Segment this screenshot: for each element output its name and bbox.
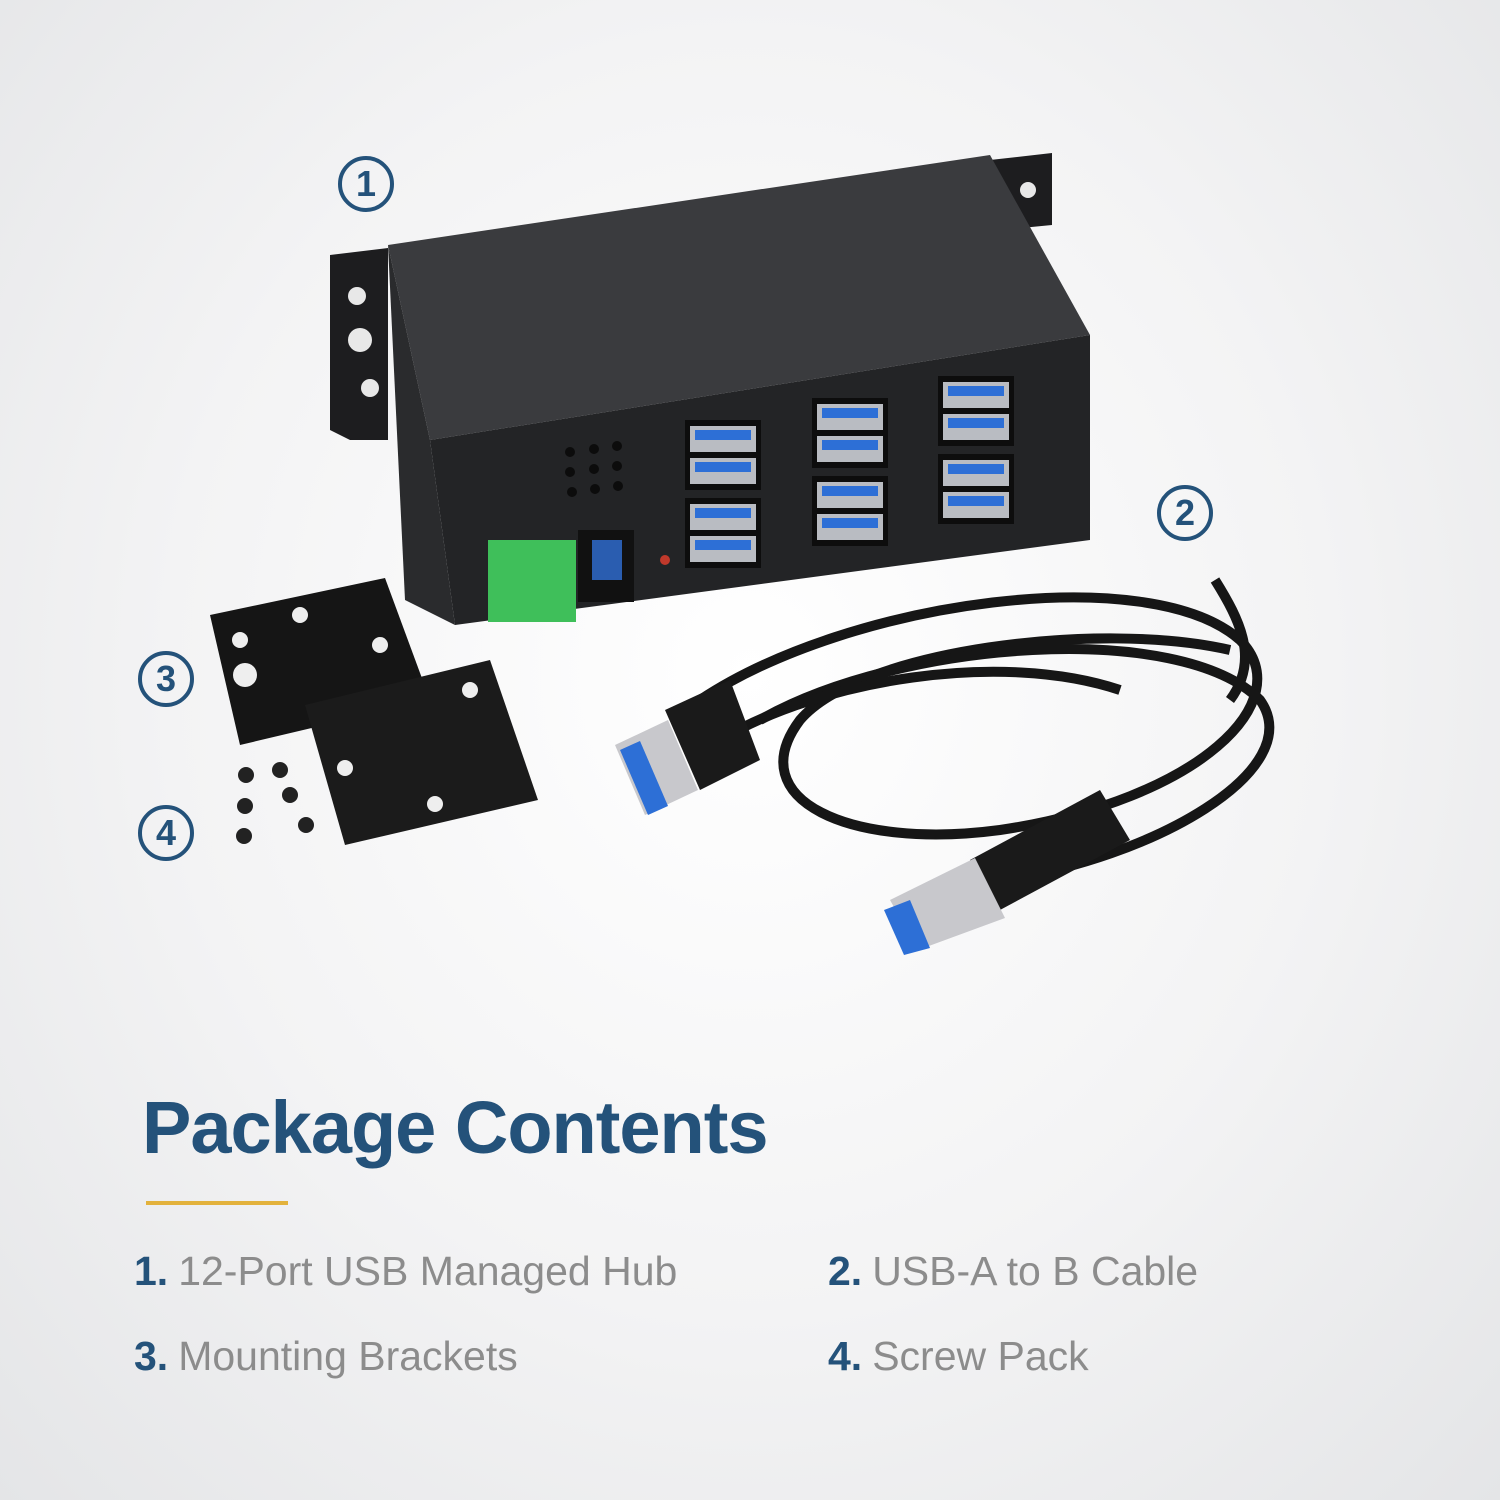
usb-port-tongue <box>822 486 878 496</box>
usb-cable <box>697 577 1275 885</box>
usb-port-tongue <box>948 464 1004 474</box>
product-photo <box>210 153 1275 955</box>
list-item: 2.USB-A to B Cable <box>828 1248 1198 1295</box>
usb-hub <box>330 153 1090 625</box>
usb-port-tongue <box>695 430 751 440</box>
list-item: 3.Mounting Brackets <box>134 1333 518 1380</box>
callout-4: 4 <box>138 805 194 861</box>
usb-port-tongue <box>822 408 878 418</box>
usb-b-plug <box>884 790 1130 955</box>
item-number: 1. <box>134 1248 169 1294</box>
list-item: 4.Screw Pack <box>828 1333 1089 1380</box>
item-label: Mounting Brackets <box>178 1333 518 1379</box>
callout-3: 3 <box>138 651 194 707</box>
mounting-brackets <box>210 578 538 845</box>
usb-port-tongue <box>948 496 1004 506</box>
item-number: 2. <box>828 1248 863 1294</box>
item-label: 12-Port USB Managed Hub <box>178 1248 678 1294</box>
screws <box>236 762 314 844</box>
usb-port-tongue <box>822 440 878 450</box>
item-label: USB-A to B Cable <box>872 1248 1199 1294</box>
usb-port-tongue <box>695 508 751 518</box>
usb-port-tongue <box>695 540 751 550</box>
item-number: 3. <box>134 1333 169 1379</box>
item-number: 4. <box>828 1333 863 1379</box>
usb-port-tongue <box>948 386 1004 396</box>
item-label: Screw Pack <box>872 1333 1089 1379</box>
list-item: 1.12-Port USB Managed Hub <box>134 1248 677 1295</box>
usb-port-tongue <box>948 418 1004 428</box>
usb-port-tongue <box>822 518 878 528</box>
usb-a-plug <box>615 680 760 815</box>
callout-2: 2 <box>1157 485 1213 541</box>
callout-1: 1 <box>338 156 394 212</box>
usb-port-tongue <box>695 462 751 472</box>
page-title: Package Contents <box>142 1086 769 1169</box>
title-underline <box>146 1201 288 1205</box>
